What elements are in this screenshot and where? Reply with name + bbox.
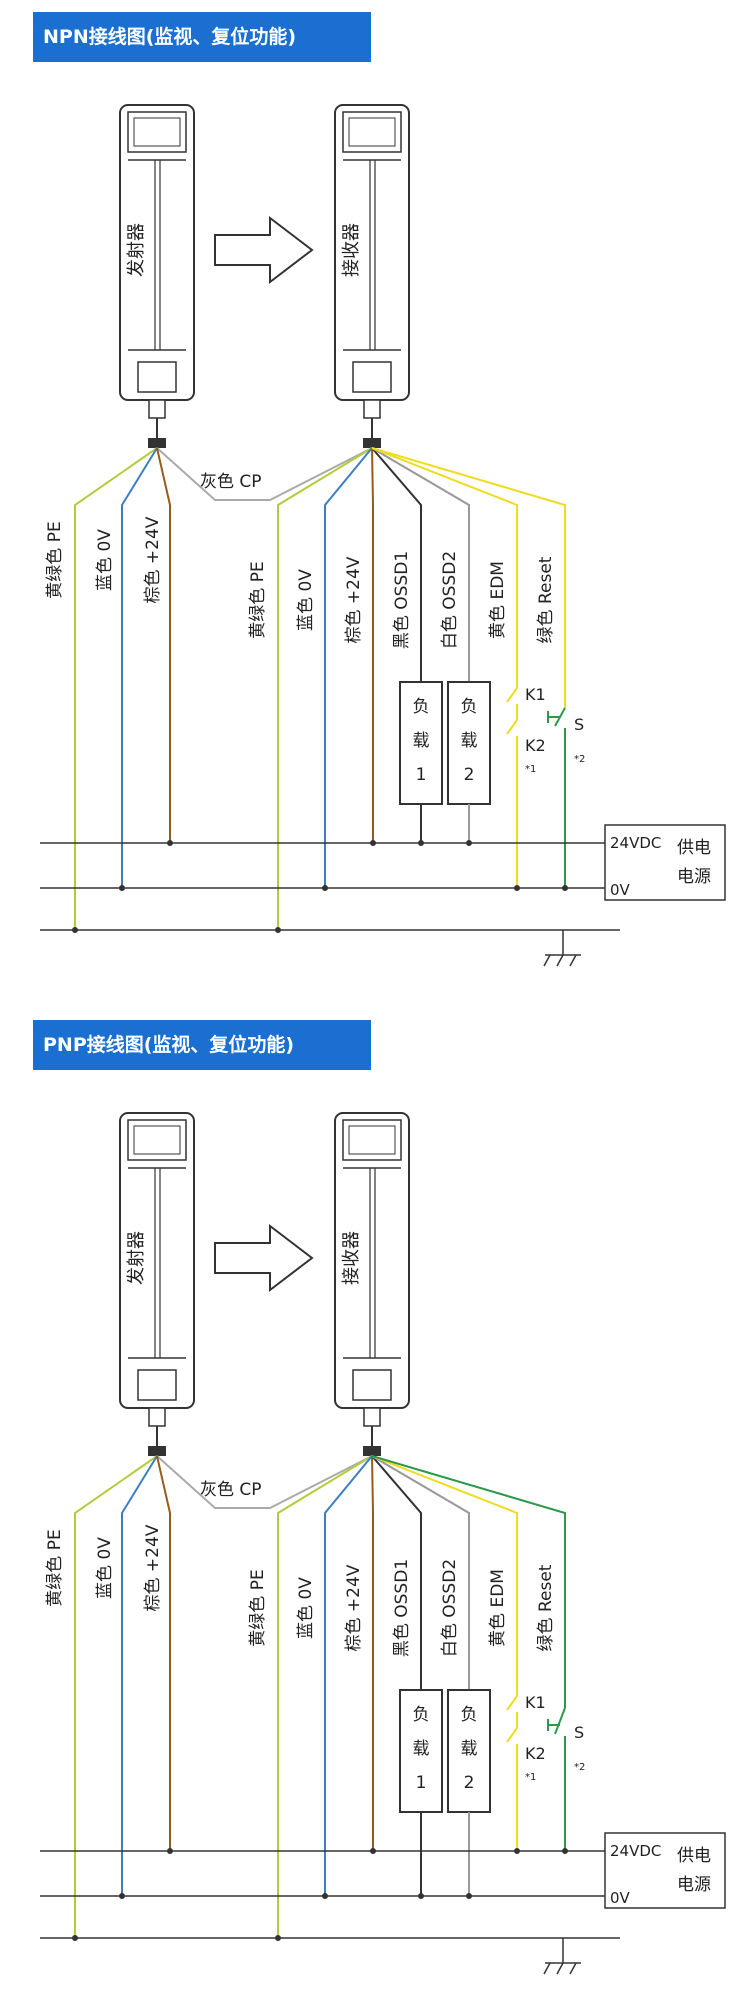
load-2: 负 载 2	[447, 681, 491, 805]
receiver-label: 接收器	[341, 1231, 362, 1285]
svg-text:电源: 电源	[677, 867, 711, 887]
ground-icon	[543, 930, 581, 967]
k2-label: K2	[525, 1744, 546, 1763]
svg-text:24VDC: 24VDC	[610, 834, 661, 852]
power-supply: 24VDC 0V 供电 电源	[604, 1832, 726, 1909]
k-contacts: K1 K2 *1	[506, 680, 546, 775]
svg-text:负: 负	[461, 1705, 478, 1725]
svg-text:载: 载	[461, 731, 478, 751]
load-1: 负 载 1	[399, 681, 443, 805]
receiver-device: 接收器	[334, 104, 410, 448]
emitter-device: 发射器	[119, 104, 195, 448]
cp-label: 灰色 CP	[200, 1480, 262, 1500]
receiver-pe-wire	[277, 1455, 373, 1938]
svg-text:*2: *2	[574, 754, 585, 765]
wire-label: 蓝色 0V	[95, 1537, 115, 1599]
wire-label: 黄绿色 PE	[248, 1569, 268, 1646]
receiver-pe-wire	[277, 447, 373, 930]
svg-text:电源: 电源	[677, 1875, 711, 1895]
receiver-0v-wire	[324, 1455, 373, 1896]
wire-label: 白色 OSSD2	[440, 1559, 460, 1657]
svg-text:负: 负	[413, 1705, 430, 1725]
emitter-label: 发射器	[126, 1231, 147, 1285]
ossd2-wire	[371, 1455, 470, 1690]
reset-switch: S *2	[547, 700, 585, 888]
svg-text:24VDC: 24VDC	[610, 1842, 661, 1860]
k-contacts: K1 K2 *1	[506, 1688, 546, 1783]
ossd1-wire	[371, 1455, 422, 1690]
wire-label: 棕色 +24V	[143, 516, 163, 603]
section-title: PNP接线图(监视、复位功能)	[33, 1020, 371, 1070]
arrow-right-icon	[214, 1223, 314, 1293]
s-label: S	[574, 1723, 584, 1742]
section-title: NPN接线图(监视、复位功能)	[33, 12, 371, 62]
svg-text:负: 负	[413, 697, 430, 717]
receiver-24v-wire	[371, 447, 374, 843]
svg-text:0V: 0V	[610, 1889, 631, 1907]
svg-text:负: 负	[461, 697, 478, 717]
wire-label: 绿色 Reset	[536, 1564, 556, 1651]
svg-text:载: 载	[413, 1739, 430, 1759]
wire-label: 黄绿色 PE	[248, 561, 268, 638]
svg-text:*1: *1	[525, 764, 536, 775]
wire-label: 蓝色 0V	[95, 529, 115, 591]
reset-switch: S *2	[547, 1707, 585, 1851]
emitter-label: 发射器	[126, 223, 147, 277]
svg-text:0V: 0V	[610, 881, 631, 899]
edm-wire	[371, 447, 518, 888]
svg-text:供电: 供电	[677, 838, 711, 858]
svg-text:1: 1	[416, 765, 427, 785]
ground-icon	[543, 1938, 581, 1975]
emitter-0v-wire	[121, 1455, 158, 1896]
svg-text:*1: *1	[525, 1772, 536, 1783]
emitter-pe-wire	[74, 447, 158, 930]
arrow-right-icon	[214, 215, 314, 285]
wire-label: 蓝色 0V	[296, 1577, 316, 1639]
wire-label: 黄色 EDM	[488, 561, 508, 639]
wire-label: 黑色 OSSD1	[392, 1559, 412, 1657]
k1-label: K1	[525, 1693, 546, 1712]
wire-label: 白色 OSSD2	[440, 551, 460, 649]
svg-text:供电: 供电	[677, 1846, 711, 1866]
wire-label: 棕色 +24V	[344, 1564, 364, 1651]
emitter-0v-wire	[121, 447, 158, 888]
k2-label: K2	[525, 736, 546, 755]
wire-label: 黄绿色 PE	[45, 521, 65, 598]
svg-text:*2: *2	[574, 1762, 585, 1773]
emitter-device: 发射器	[119, 1112, 195, 1456]
receiver-label: 接收器	[341, 223, 362, 277]
svg-text:载: 载	[461, 1739, 478, 1759]
wire-label: 黑色 OSSD1	[392, 551, 412, 649]
k1-label: K1	[525, 685, 546, 704]
wire-label: 棕色 +24V	[344, 556, 364, 643]
pnp-section: PNP接线图(监视、复位功能) 发射器	[0, 1008, 750, 2008]
wiring-diagram: 发射器 接收器 灰色 CP 黄绿色 PE 蓝色 0V 棕色 +24V	[40, 104, 726, 967]
cp-wire	[156, 447, 373, 501]
s-label: S	[574, 715, 584, 734]
wire-label: 棕色 +24V	[143, 1524, 163, 1611]
receiver-24v-wire	[371, 1455, 374, 1851]
power-supply: 24VDC 0V 供电 电源	[604, 824, 726, 901]
emitter-pe-wire	[74, 1455, 158, 1938]
cp-wire	[156, 1455, 373, 1509]
svg-text:2: 2	[464, 765, 475, 785]
npn-section: NPN接线图(监视、复位功能) 发射器	[0, 0, 750, 1000]
receiver-0v-wire	[324, 447, 373, 888]
wiring-diagram: 发射器 接收器 灰色 CP 黄绿色 PE 蓝色 0V 棕色 +24V	[40, 1112, 726, 1975]
wire-label: 绿色 Reset	[536, 556, 556, 643]
svg-text:2: 2	[464, 1773, 475, 1793]
receiver-device: 接收器	[334, 1112, 410, 1456]
wire-label: 蓝色 0V	[296, 569, 316, 631]
reset-wire	[371, 1455, 566, 1708]
load-2: 负 载 2	[447, 1689, 491, 1813]
load-1: 负 载 1	[399, 1689, 443, 1813]
svg-text:载: 载	[413, 731, 430, 751]
wire-label: 黄绿色 PE	[45, 1529, 65, 1606]
cp-label: 灰色 CP	[200, 472, 262, 492]
wire-label: 黄色 EDM	[488, 1569, 508, 1647]
svg-text:1: 1	[416, 1773, 427, 1793]
emitter-24v-wire	[156, 1455, 171, 1851]
emitter-24v-wire	[156, 447, 171, 843]
